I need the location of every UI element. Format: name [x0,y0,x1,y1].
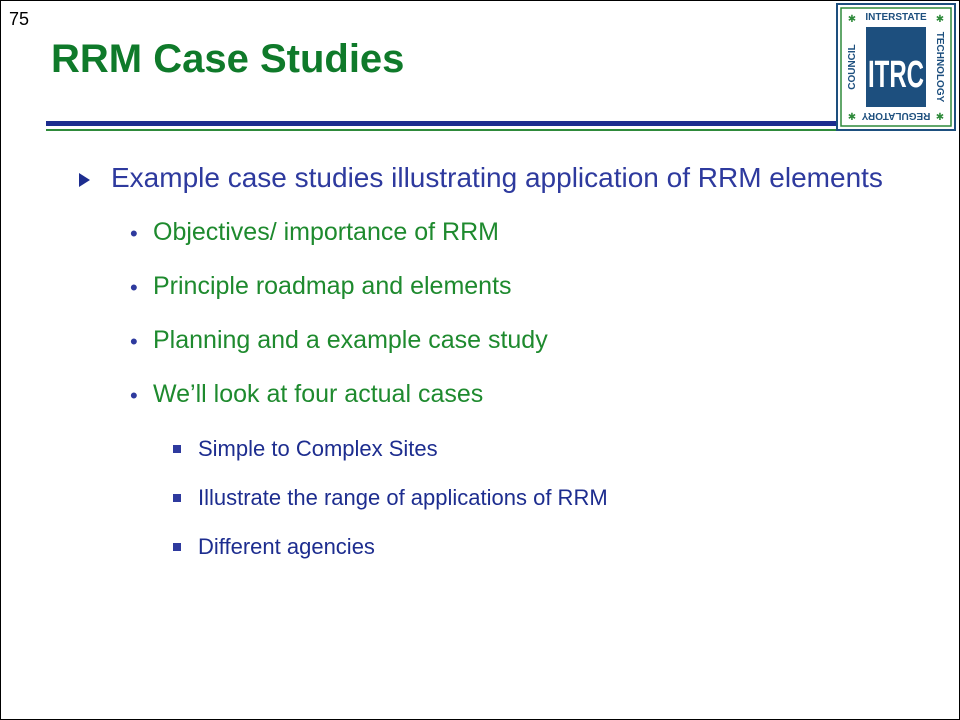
bullet-level2: • Principle roadmap and elements [71,271,891,325]
bullet-level2-text: Principle roadmap and elements [153,272,512,300]
logo-star-icon: ✱ [936,14,944,25]
logo-bottom-text: REGULATORY [861,110,930,121]
bullet-level2-text: Objectives/ importance of RRM [153,218,499,246]
bullet-level3: Different agencies [71,533,891,582]
logo-star-icon: ✱ [848,112,856,123]
triangle-bullet-icon [79,173,90,187]
dot-bullet-icon: • [130,221,138,246]
slide-title: RRM Case Studies [51,37,405,81]
bullet-level2: • Objectives/ importance of RRM [71,217,891,271]
logo-left-text: COUNCIL [847,44,858,90]
bullet-level2: • We’ll look at four actual cases [71,379,891,433]
square-bullet-icon [173,494,181,502]
slide-number: 75 [9,9,30,29]
logo-star-icon: ✱ [936,112,944,123]
bullet-level2-text: We’ll look at four actual cases [153,380,484,408]
dot-bullet-icon: • [130,329,138,354]
dot-bullet-icon: • [130,383,138,408]
square-bullet-icon [173,445,181,453]
logo-star-icon: ✱ [848,14,856,25]
bullet-level1-text: Example case studies illustrating applic… [111,162,883,193]
bullet-level3-text: Different agencies [198,534,375,559]
bullet-level3-text: Simple to Complex Sites [198,436,438,461]
title-rule-green [46,129,836,131]
logo-right-text: TECHNOLOGY [934,32,945,103]
slide-content: Example case studies illustrating applic… [71,161,891,582]
bullet-level3-text: Illustrate the range of applications of … [198,485,608,510]
logo-center-panel [866,27,926,107]
square-bullet-icon [173,543,181,551]
bullet-level2: • Planning and a example case study [71,325,891,379]
bullet-level1: Example case studies illustrating applic… [71,161,891,195]
bullet-level3: Simple to Complex Sites [71,435,891,484]
bullet-level3: Illustrate the range of applications of … [71,484,891,533]
dot-bullet-icon: • [130,275,138,300]
title-rule-blue [46,121,836,126]
logo-main-text: ITRC [868,54,924,96]
itrc-logo: ITRC INTERSTATE REGULATORY COUNCIL TECHN… [836,3,956,131]
bullet-level2-text: Planning and a example case study [153,326,548,354]
logo-top-text: INTERSTATE [865,12,927,23]
